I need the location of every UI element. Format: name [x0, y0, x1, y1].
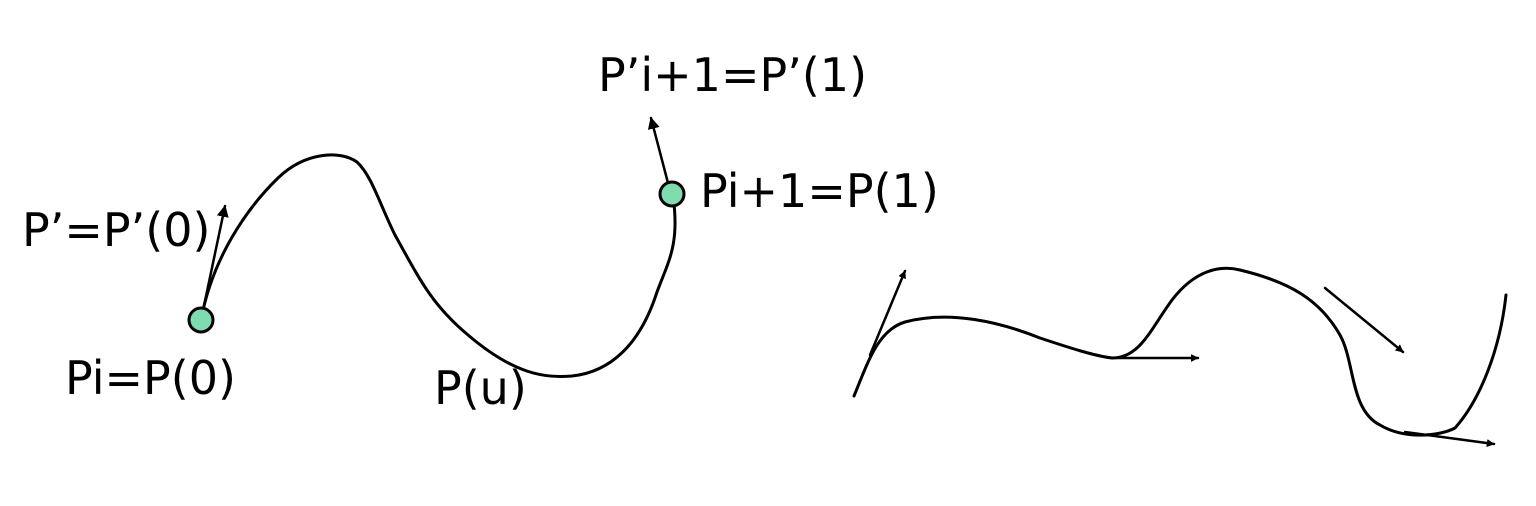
- piecewise-curve-path: [852, 266, 1508, 437]
- tangent-arrow-1: [868, 269, 907, 357]
- start-point-marker: [187, 306, 215, 334]
- tangent-arrow-4: [1403, 430, 1496, 448]
- start-tangent-label: P’=P’(0): [22, 203, 210, 257]
- end-point-marker: [658, 180, 686, 208]
- start-point-label: Pi=P(0): [65, 351, 236, 405]
- end-tangent-label: P’i+1=P’(1): [598, 48, 867, 102]
- tangent-arrow-3: [1323, 286, 1405, 354]
- start-tangent-arrow: [199, 204, 229, 322]
- piecewise-curve-figure: [852, 266, 1508, 448]
- end-point-label: Pi+1=P(1): [700, 164, 939, 218]
- curve-segment-path: [199, 153, 677, 378]
- end-tangent-arrow: [647, 116, 670, 185]
- curve-segment-figure: P’i+1=P’(1) Pi+1=P(1) P’=P’(0) Pi=P(0) P…: [22, 48, 939, 415]
- curve-label: P(u): [434, 361, 527, 415]
